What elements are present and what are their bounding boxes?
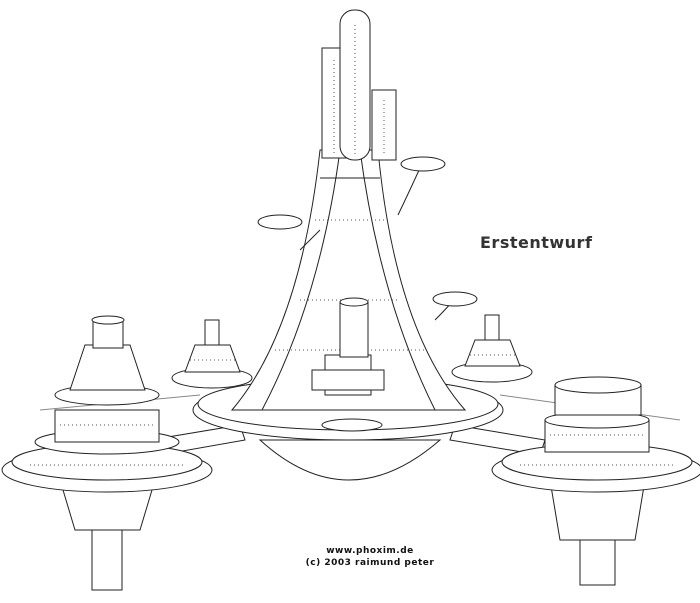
copyright-credit: (c) 2003 raimund peter bbox=[305, 558, 435, 568]
small-tower-right bbox=[451, 314, 533, 383]
left-tower bbox=[1, 315, 213, 591]
platforms bbox=[257, 156, 478, 321]
website-credit: www.phoxim.de bbox=[326, 546, 414, 556]
central-tower bbox=[192, 9, 504, 481]
small-tower-left bbox=[171, 319, 253, 389]
right-tower bbox=[491, 376, 700, 586]
drawing-title: Erstentwurf bbox=[480, 233, 593, 252]
